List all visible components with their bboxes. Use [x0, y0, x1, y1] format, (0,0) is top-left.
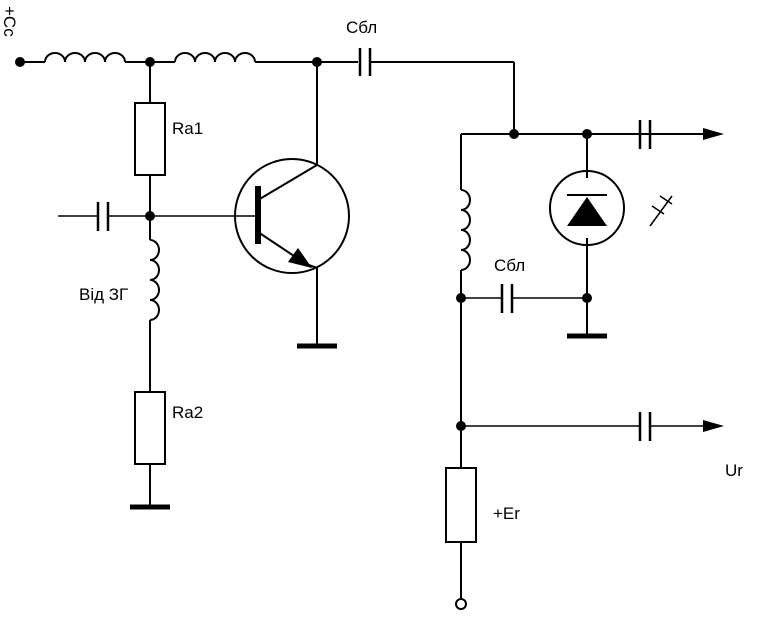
varactor-diode — [549, 134, 673, 339]
output-capacitor-bottom — [461, 412, 724, 441]
bias-terminal — [455, 598, 467, 610]
output-capacitor-top — [587, 120, 724, 149]
label-supply: +Cc — [0, 6, 19, 37]
tuning-symbol — [649, 195, 673, 227]
label-cap-top: Сбл — [346, 18, 377, 37]
label-bias-voltage: +Er — [493, 504, 520, 523]
tank-circuit — [456, 129, 710, 468]
resistor-bias — [445, 467, 477, 610]
label-output-voltage: Ur — [725, 461, 743, 480]
input-capacitor — [58, 202, 258, 231]
inductor-l2 — [174, 52, 256, 63]
capacitor-top — [358, 48, 515, 134]
label-inductor-input: Від ЗГ — [79, 285, 128, 304]
resistor-ra1 — [134, 62, 166, 216]
arrow-output-top — [703, 128, 724, 140]
capacitor-bottom — [461, 284, 592, 313]
label-ra2: Ra2 — [172, 403, 203, 422]
label-ra1: Ra1 — [172, 119, 203, 138]
transistor-npn — [234, 62, 350, 349]
label-cap-bottom: Сбл — [494, 256, 525, 275]
inductor-tank — [460, 189, 471, 271]
junction-tank-top — [509, 129, 519, 139]
resistor-ra2 — [130, 391, 170, 510]
inductor-input — [149, 216, 160, 392]
inductor-l1 — [44, 52, 126, 63]
arrow-output-bottom — [703, 420, 724, 432]
supply-line — [15, 52, 358, 67]
